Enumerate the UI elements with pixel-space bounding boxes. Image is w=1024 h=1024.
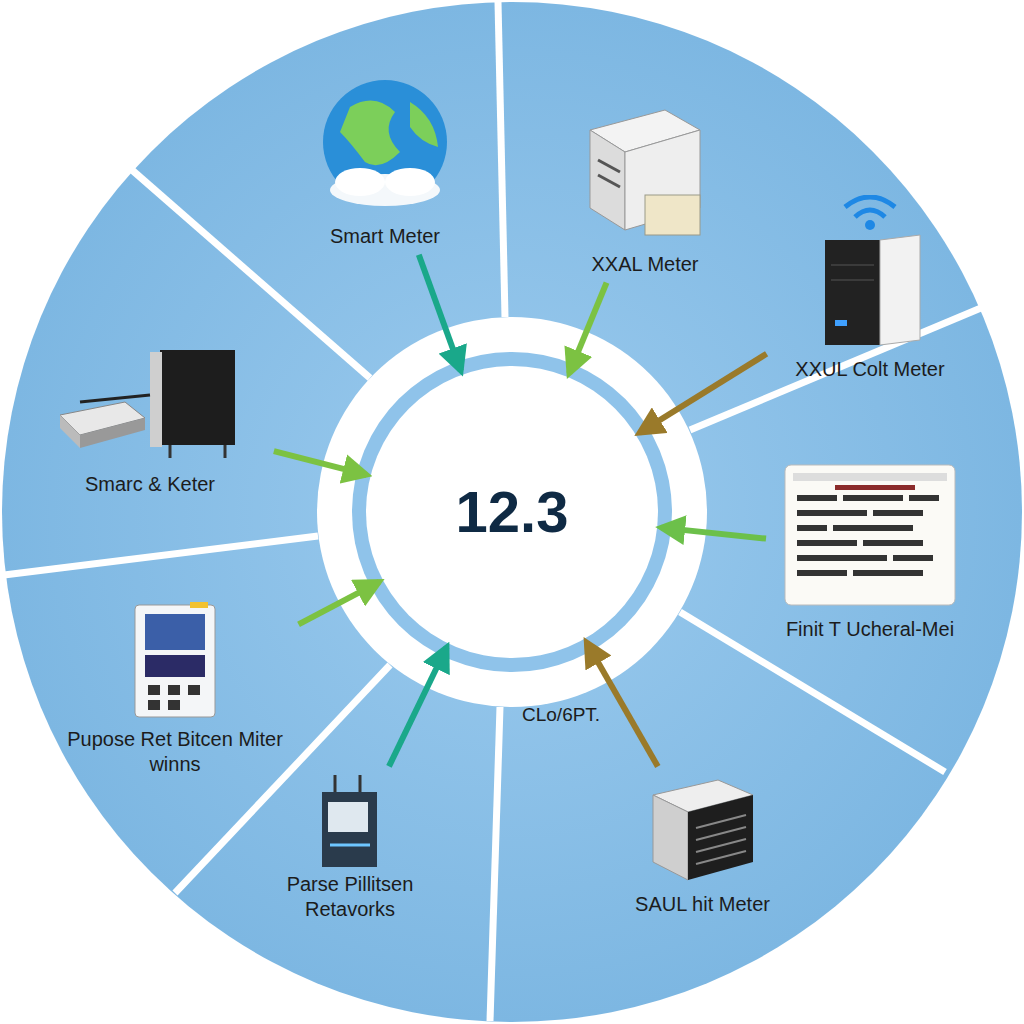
floating-label: CLo/6PT. <box>522 704 600 726</box>
device-label: XXUL Colt Meter <box>791 355 948 384</box>
device-label: Pupose Ret Bitcen Miter winns <box>55 725 295 779</box>
device-icon <box>638 770 768 890</box>
device-node: XXAL Meter <box>555 100 735 279</box>
flow-arrow <box>639 354 766 433</box>
device-node: XXUL Colt Meter <box>770 195 970 384</box>
device-label: SAUL hit Meter <box>631 890 774 919</box>
flow-arrow <box>661 528 766 539</box>
device-icon <box>50 340 250 470</box>
device-icon <box>310 770 390 870</box>
flow-arrow <box>569 283 606 374</box>
hub-value: 12.3 <box>452 474 573 551</box>
device-node: Smart Meter <box>290 72 480 251</box>
device-icon <box>310 72 460 222</box>
flow-arrow <box>274 451 367 475</box>
device-icon <box>120 600 230 725</box>
device-node: Finit T Ucheral-Mei <box>770 455 970 644</box>
device-label: Finit T Ucheral-Mei <box>782 615 958 644</box>
flow-arrow <box>299 582 380 625</box>
hub-circle: 12.3 <box>372 372 652 652</box>
device-node: Smarc & Keter <box>30 340 270 499</box>
device-label: XXAL Meter <box>587 250 702 279</box>
device-label: Parse Pillitsen Retavorks <box>255 870 445 924</box>
device-node: Pupose Ret Bitcen Miter winns <box>55 600 295 779</box>
device-label: Smarc & Keter <box>81 470 219 499</box>
device-node: SAUL hit Meter <box>620 770 785 919</box>
device-node: Parse Pillitsen Retavorks <box>255 770 445 924</box>
device-icon <box>570 100 720 250</box>
flow-arrow <box>389 647 447 766</box>
flow-arrow <box>419 255 461 371</box>
device-label: Smart Meter <box>326 222 444 251</box>
device-icon <box>775 455 965 615</box>
device-icon <box>795 195 945 355</box>
